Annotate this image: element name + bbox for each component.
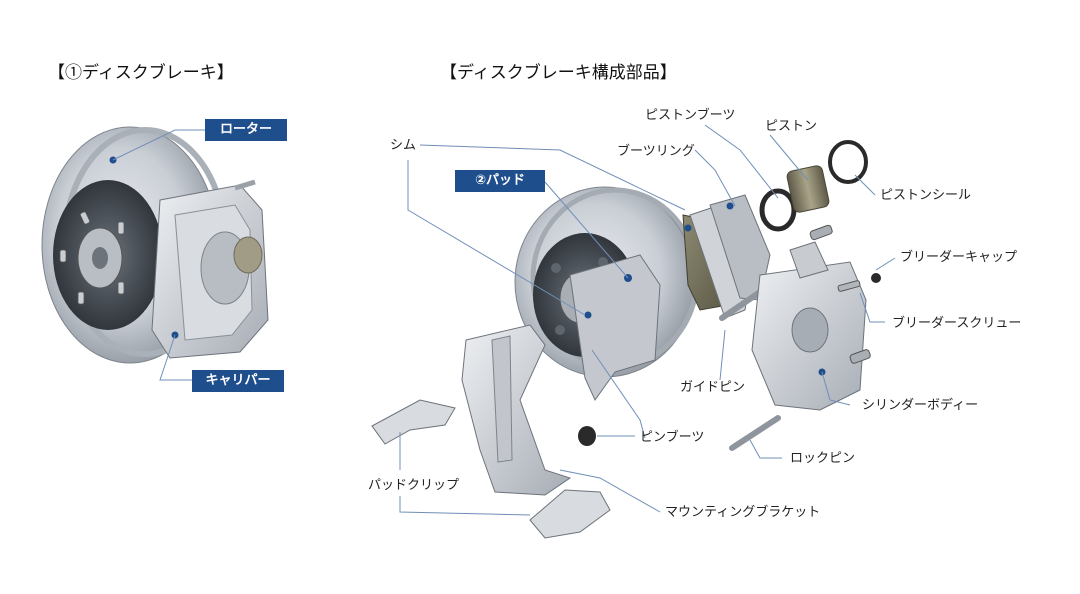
piston-shape (786, 165, 830, 213)
piston-boot-shape (759, 188, 797, 232)
rotor-tag: ローター (205, 119, 287, 141)
label-piston-boot: ピストンブーツ (645, 108, 736, 123)
piston-seal-shape (828, 140, 868, 184)
pin-boot-shape (578, 426, 596, 446)
assembled-brake (41, 126, 269, 364)
lock-pin-shape (729, 415, 781, 451)
label-pin-boot: ピンブーツ (640, 430, 705, 445)
caliper-tag: キャリパー (192, 370, 284, 392)
pad-clip-upper (371, 399, 456, 445)
label-pad-clip: パッドクリップ (368, 478, 460, 493)
pad-clip-lower (529, 489, 611, 539)
label-shim: シム (390, 138, 417, 153)
label-lock-pin: ロックピン (790, 451, 856, 466)
label-mounting-bracket: マウンティングブラケット (665, 505, 821, 520)
label-bleeder-screw: ブリーダースクリュー (892, 316, 1022, 331)
pad-tag: ②パッド (455, 170, 545, 192)
guide-pin-shape (719, 289, 763, 321)
label-cylinder-body: シリンダーボディー (862, 398, 979, 413)
mounting-bracket-shape (461, 324, 572, 496)
left-heading: 【①ディスクブレーキ】 (48, 63, 234, 83)
label-boot-ring: ブーツリング (617, 144, 695, 159)
right-heading: 【ディスクブレーキ構成部品】 (440, 63, 677, 83)
label-piston-seal: ピストンシール (880, 188, 972, 203)
shim-plate (569, 254, 661, 401)
label-bleeder-cap: ブリーダーキャップ (900, 250, 1018, 265)
label-piston: ピストン (765, 119, 818, 134)
label-guide-pin: ガイドピン (680, 380, 746, 395)
